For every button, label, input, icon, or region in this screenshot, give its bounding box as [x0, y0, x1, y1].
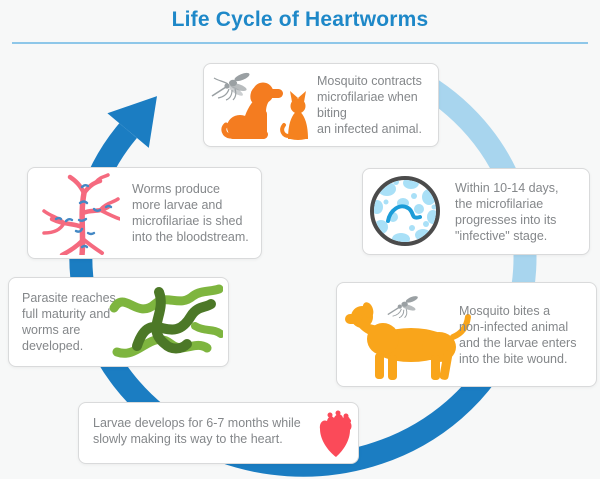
step-text: Parasite reaches full maturity and worms… [22, 291, 116, 353]
heart-icon [319, 410, 352, 457]
mosquito-dog-cat-icon [211, 72, 308, 140]
arrowhead-icon [107, 96, 157, 148]
step-text: Worms produce more larvae and microfilar… [132, 182, 249, 244]
step-card-worms-produce: Worms produce more larvae and microfilar… [27, 167, 262, 259]
labrador-dog-icon [345, 302, 471, 380]
step-card-parasite-maturity: Parasite reaches full maturity and worms… [8, 277, 229, 367]
mosquito-icon [387, 296, 418, 319]
cat-icon [280, 91, 308, 140]
step-text: Within 10-14 days, the microfilariae pro… [455, 180, 559, 243]
step-text: Mosquito bites a non-infected animal and… [459, 303, 577, 366]
blood-vessels-icon [42, 173, 120, 255]
step-text: Larvae develops for 6-7 months while slo… [93, 416, 301, 446]
microfilariae-in-blood [54, 184, 113, 249]
worms-icon [109, 284, 223, 358]
dog-icon [221, 82, 283, 139]
step-card-larvae-develops: Larvae develops for 6-7 months while slo… [78, 402, 359, 464]
blood-cells [374, 180, 436, 242]
dog-with-mosquito-icon [345, 296, 471, 380]
mosquito-icon [211, 72, 250, 101]
step-card-microfilariae-infective: Within 10-14 days, the microfilariae pro… [362, 168, 590, 255]
title-divider [12, 42, 588, 44]
microfilaria-worm [386, 204, 422, 223]
step-text: Mosquito contracts microfilariae when bi… [317, 74, 422, 136]
step-card-mosquito-bites: Mosquito bites a non-infected animal and… [336, 282, 597, 387]
page-title: Life Cycle of Heartworms [171, 8, 429, 31]
step-card-mosquito-contracts: Mosquito contracts microfilariae when bi… [203, 63, 439, 147]
microfilariae-circle-icon [370, 176, 440, 246]
